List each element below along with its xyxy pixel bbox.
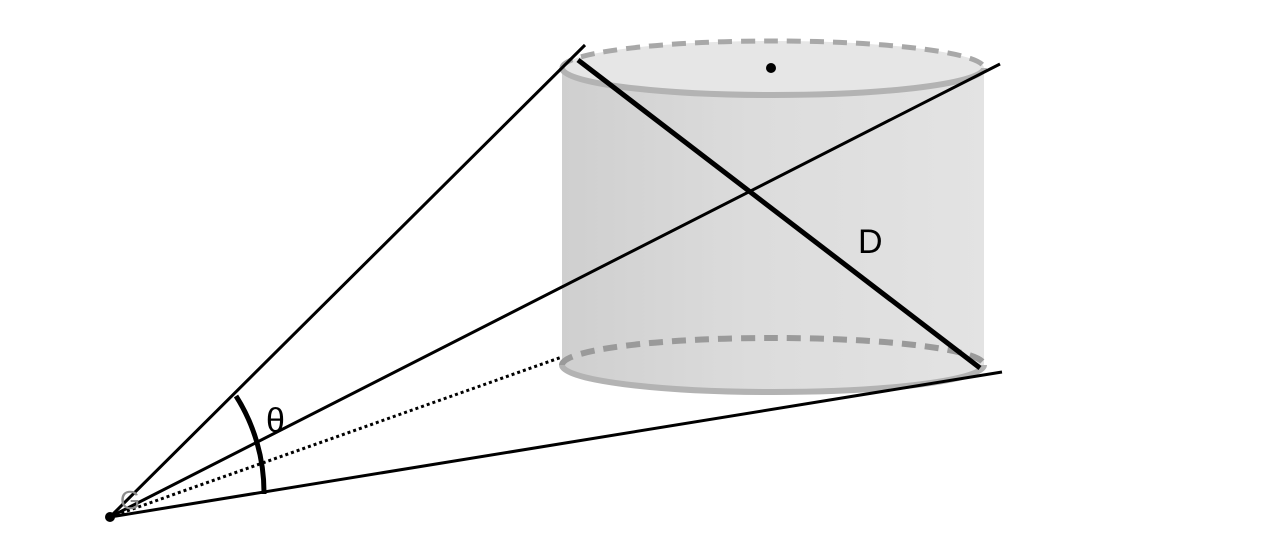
cylinder-top-rim-back bbox=[559, 38, 987, 69]
origin-point bbox=[105, 512, 115, 522]
sight-line-top-left bbox=[108, 43, 587, 519]
top-center-dot bbox=[766, 63, 776, 73]
diagonal-d-line bbox=[576, 58, 982, 370]
sight-line-bottom-left-dotted bbox=[109, 355, 563, 519]
cylinder-body bbox=[562, 68, 984, 392]
angle-theta-label: θ bbox=[266, 402, 285, 440]
cylinder-top-rim-front bbox=[559, 67, 987, 98]
diagonal-d-label: D bbox=[858, 223, 883, 261]
sight-line-bottom-right bbox=[109, 370, 1003, 519]
angle-theta-arc bbox=[233, 394, 267, 495]
origin-g-label: G bbox=[120, 485, 140, 515]
